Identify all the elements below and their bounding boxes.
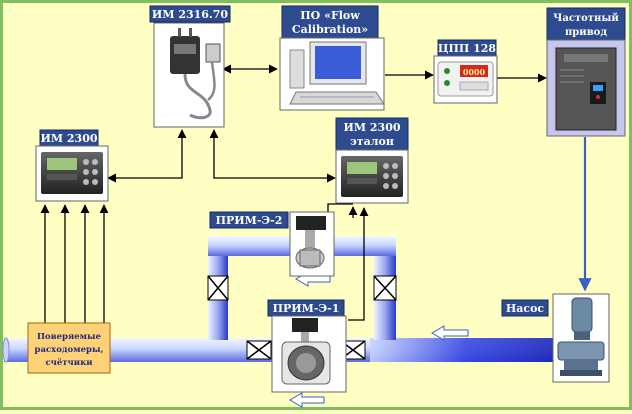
frequency-drive-icon <box>555 47 617 131</box>
cpp-node: ЦПП 128 0000 <box>433 39 498 104</box>
pump-label: Насос <box>506 302 545 315</box>
test-meters-node: Поверяемые расходомеры, счётчики <box>27 322 111 374</box>
reference-meter-panel-icon <box>341 156 403 197</box>
im2316-label-bg <box>149 5 231 23</box>
im2316-label: ИМ 2316.70 <box>152 8 228 21</box>
drive-label-line2: привод <box>565 27 607 38</box>
pipe-end-cap <box>2 337 10 363</box>
main-pipe-outlet <box>370 338 560 362</box>
drive-node: Частотный привод <box>546 7 626 137</box>
flowmeter-small-icon <box>295 216 326 269</box>
im2316-node: ИМ 2316.70 <box>149 5 231 128</box>
prim1-label: ПРИМ-Э-1 <box>273 302 340 315</box>
prim2-label: ПРИМ-Э-2 <box>216 214 283 227</box>
test-meters-box <box>27 322 111 374</box>
flow-arrow-bottom <box>289 392 325 408</box>
prim2-node: ПРИМ-Э-2 <box>209 211 335 277</box>
pump-label-bg <box>501 299 549 317</box>
test-meters-line1: Поверяемые <box>37 332 102 342</box>
im2300-ref-label-line1: ИМ 2300 <box>343 121 400 134</box>
software-label-line1: ПО «Flow <box>300 9 360 22</box>
cpp-label: ЦПП 128 <box>438 42 497 55</box>
im2300-ref-label-bg <box>335 117 409 151</box>
drive-label-line1: Частотный <box>553 13 619 24</box>
im2300-label: ИМ 2300 <box>40 132 97 145</box>
test-meters-line2: расходомеры, <box>35 345 104 355</box>
computer-icon <box>289 41 385 105</box>
prim2-label-bg <box>209 211 289 229</box>
flowmeter-large-icon <box>281 318 331 385</box>
flow-arrow-right <box>431 325 469 341</box>
valve-left-main <box>246 340 272 360</box>
signal-lines <box>40 64 592 323</box>
drive-label-bg <box>546 7 626 41</box>
valve-left-bypass <box>207 275 229 301</box>
test-meters-line3: счётчики <box>45 357 93 368</box>
software-label-bg <box>281 5 379 39</box>
im2300-ref-node: ИМ 2300 эталон <box>335 117 409 204</box>
software-node: ПО «Flow Calibration» <box>279 5 385 111</box>
prim1-node: ПРИМ-Э-1 <box>267 299 347 393</box>
im2300-node: ИМ 2300 <box>35 129 109 202</box>
meter-panel-icon <box>41 152 103 194</box>
power-adapter-icon <box>170 28 221 120</box>
pump-node: Насос <box>501 293 610 383</box>
software-label-line2: Calibration» <box>292 23 368 36</box>
cpp-display: 0000 <box>463 67 486 77</box>
valve-right-bypass <box>373 275 397 301</box>
im2300-ref-label-line2: эталон <box>350 135 394 148</box>
cpp-device-icon: 0000 <box>437 61 494 97</box>
pump-icon <box>557 297 605 376</box>
